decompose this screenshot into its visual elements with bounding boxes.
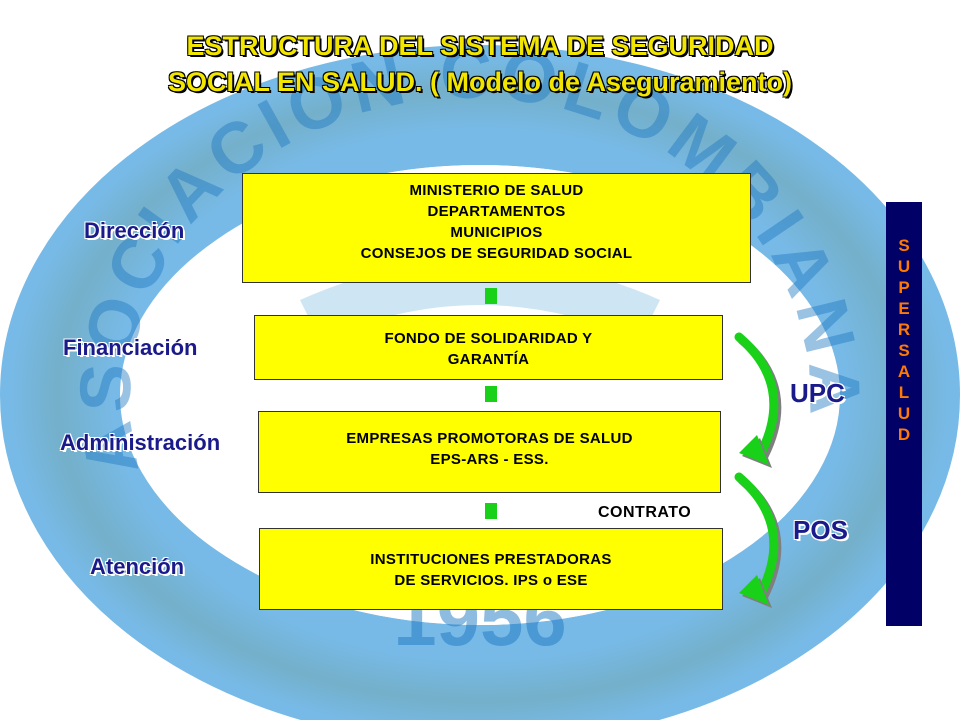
box-direccion-line-3: MUNICIPIOS (450, 224, 543, 241)
supersalud-letter: U (897, 257, 911, 276)
box-atencion-line-2: DE SERVICIOS. IPS o ESE (394, 572, 588, 589)
supersalud-letter: S (898, 341, 910, 360)
box-administracion-line-1: EMPRESAS PROMOTORAS DE SALUD (346, 430, 633, 447)
box-financiacion-line-2: GARANTÍA (447, 351, 530, 368)
level-label-direccion: Dirección (84, 218, 185, 243)
upc-label: UPC (790, 378, 845, 408)
connector-3 (485, 503, 497, 519)
supersalud-letter: A (897, 362, 911, 381)
box-administracion: EMPRESAS PROMOTORAS DE SALUD EPS-ARS - E… (258, 411, 721, 493)
flow-arrows (734, 332, 782, 608)
supersalud-letter: E (898, 299, 910, 318)
box-direccion-line-1: MINISTERIO DE SALUD (409, 182, 584, 199)
supersalud-letter: L (898, 383, 910, 402)
box-direccion: MINISTERIO DE SALUD DEPARTAMENTOS MUNICI… (242, 173, 751, 283)
contrato-label: CONTRATO (598, 504, 692, 521)
pos-label: POS (793, 515, 848, 545)
supersalud-letter: U (897, 404, 911, 423)
box-financiacion: FONDO DE SOLIDARIDAD Y GARANTÍA (254, 315, 723, 380)
pos-arrow (734, 472, 782, 608)
level-label-atencion: Atención (90, 554, 185, 579)
supersalud-letter: D (897, 425, 911, 444)
box-financiacion-line-1: FONDO DE SOLIDARIDAD Y (384, 330, 593, 347)
box-atencion-line-1: INSTITUCIONES PRESTADORAS (370, 551, 612, 568)
upc-arrow (734, 332, 782, 468)
supersalud-letter: R (897, 320, 911, 339)
connector-1 (485, 288, 497, 304)
supersalud-letter: S (898, 236, 910, 255)
title-line-1: ESTRUCTURA DEL SISTEMA DE SEGURIDAD (186, 31, 774, 61)
box-direccion-line-2: DEPARTAMENTOS (427, 203, 566, 220)
level-label-administracion: Administración (60, 430, 221, 455)
diagram-title: ESTRUCTURA DEL SISTEMA DE SEGURIDAD SOCI… (60, 28, 900, 100)
box-administracion-line-2: EPS-ARS - ESS. (430, 451, 549, 468)
title-line-2: SOCIAL EN SALUD. ( Modelo de Aseguramien… (167, 67, 793, 97)
box-direccion-line-4: CONSEJOS DE SEGURIDAD SOCIAL (360, 245, 633, 262)
supersalud-letter: P (898, 278, 910, 297)
level-label-financiacion: Financiación (63, 335, 198, 360)
box-atencion: INSTITUCIONES PRESTADORAS DE SERVICIOS. … (259, 528, 723, 610)
connector-2 (485, 386, 497, 402)
